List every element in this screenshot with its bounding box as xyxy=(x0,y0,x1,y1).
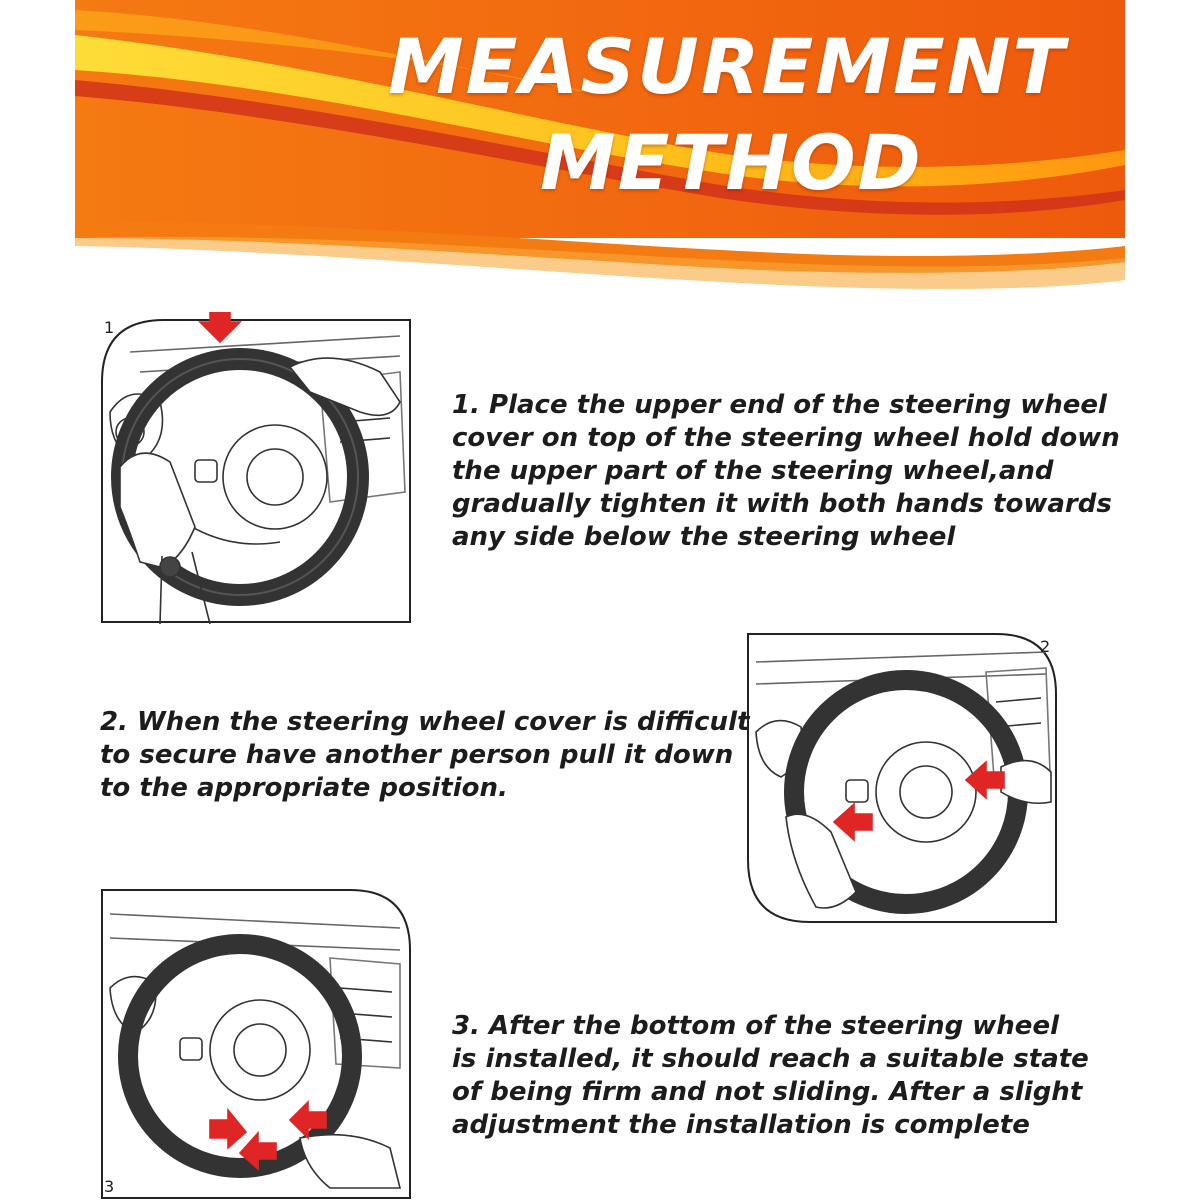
arrow-icon xyxy=(209,1107,248,1150)
step-2-line: to the appropriate position. xyxy=(100,773,508,803)
step-3-line: of being firm and not sliding. After a s… xyxy=(452,1077,1083,1107)
step-1-number: 1 xyxy=(104,318,115,337)
step-1-line: cover on top of the steering wheel hold … xyxy=(452,423,1120,453)
step-2-illustration xyxy=(746,632,1058,924)
step-1-instructions: 1. Place the upper end of the steering w… xyxy=(452,389,1120,554)
step-3-number: 3 xyxy=(104,1177,115,1196)
step-3-line: is installed, it should reach a suitable… xyxy=(452,1044,1089,1074)
step-3-line: adjustment the installation is complete xyxy=(452,1110,1030,1140)
arrow-left-icon xyxy=(832,802,873,842)
step-1-line: gradually tighten it with both hands tow… xyxy=(452,489,1112,519)
step-3-instructions: 3. After the bottom of the steering whee… xyxy=(452,1010,1089,1142)
step-3-illustration xyxy=(100,888,412,1200)
step-2-instructions: 2. When the steering wheel cover is diff… xyxy=(100,706,749,805)
step-2-line: 2. When the steering wheel cover is diff… xyxy=(100,707,750,737)
banner-title-line-1: MEASUREMENT xyxy=(388,22,1067,111)
arrow-icon xyxy=(238,1130,277,1171)
step-3-line: 3. After the bottom of the steering whee… xyxy=(452,1011,1059,1041)
step-1-line: any side below the steering wheel xyxy=(452,522,956,552)
banner-wave-graphic xyxy=(75,0,1125,289)
header-banner: MEASUREMENT METHOD xyxy=(0,0,1200,300)
step-2-line: to secure have another person pull it do… xyxy=(100,740,734,770)
arrow-down-icon xyxy=(198,311,242,344)
step-2-number: 2 xyxy=(1040,637,1051,656)
arrow-icon xyxy=(288,1100,327,1140)
arrow-right-icon xyxy=(964,760,1005,800)
step-1-line: 1. Place the upper end of the steering w… xyxy=(452,390,1107,420)
step-1-line: the upper part of the steering wheel,and xyxy=(452,456,1054,486)
banner-title-line-2: METHOD xyxy=(540,118,923,207)
step-1-illustration xyxy=(100,311,412,625)
